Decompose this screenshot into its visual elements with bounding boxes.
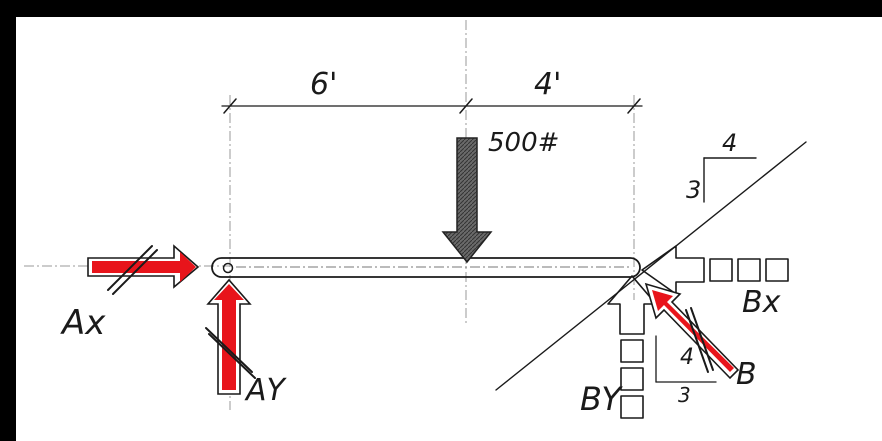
reaction-ax-arrow bbox=[87, 244, 200, 295]
dimension-line bbox=[221, 98, 643, 114]
b-component-y-label: 3 bbox=[678, 383, 691, 407]
reaction-bx-label: Bx bbox=[742, 285, 781, 320]
right-span-label: 4' bbox=[534, 67, 561, 102]
reaction-ax-label: Ax bbox=[60, 303, 106, 343]
slope-rise-label: 3 bbox=[686, 176, 701, 204]
incline-surface bbox=[495, 141, 807, 391]
slope-run-label: 4 bbox=[722, 129, 737, 157]
reaction-ay-label: AY bbox=[244, 373, 288, 408]
reaction-ay-arrow bbox=[205, 278, 256, 395]
load-arrow bbox=[441, 137, 493, 264]
reaction-b-arrow bbox=[644, 282, 740, 380]
slope-indicator bbox=[703, 157, 757, 203]
b-component-x-label: 4 bbox=[680, 345, 694, 370]
b-component-triangle bbox=[655, 335, 717, 383]
left-span-label: 6' bbox=[310, 67, 337, 102]
beam bbox=[211, 257, 641, 278]
pin-a bbox=[222, 262, 234, 274]
load-label: 500# bbox=[488, 128, 559, 158]
reaction-b-label: B bbox=[736, 357, 757, 392]
reaction-by-label: BY bbox=[580, 380, 623, 418]
